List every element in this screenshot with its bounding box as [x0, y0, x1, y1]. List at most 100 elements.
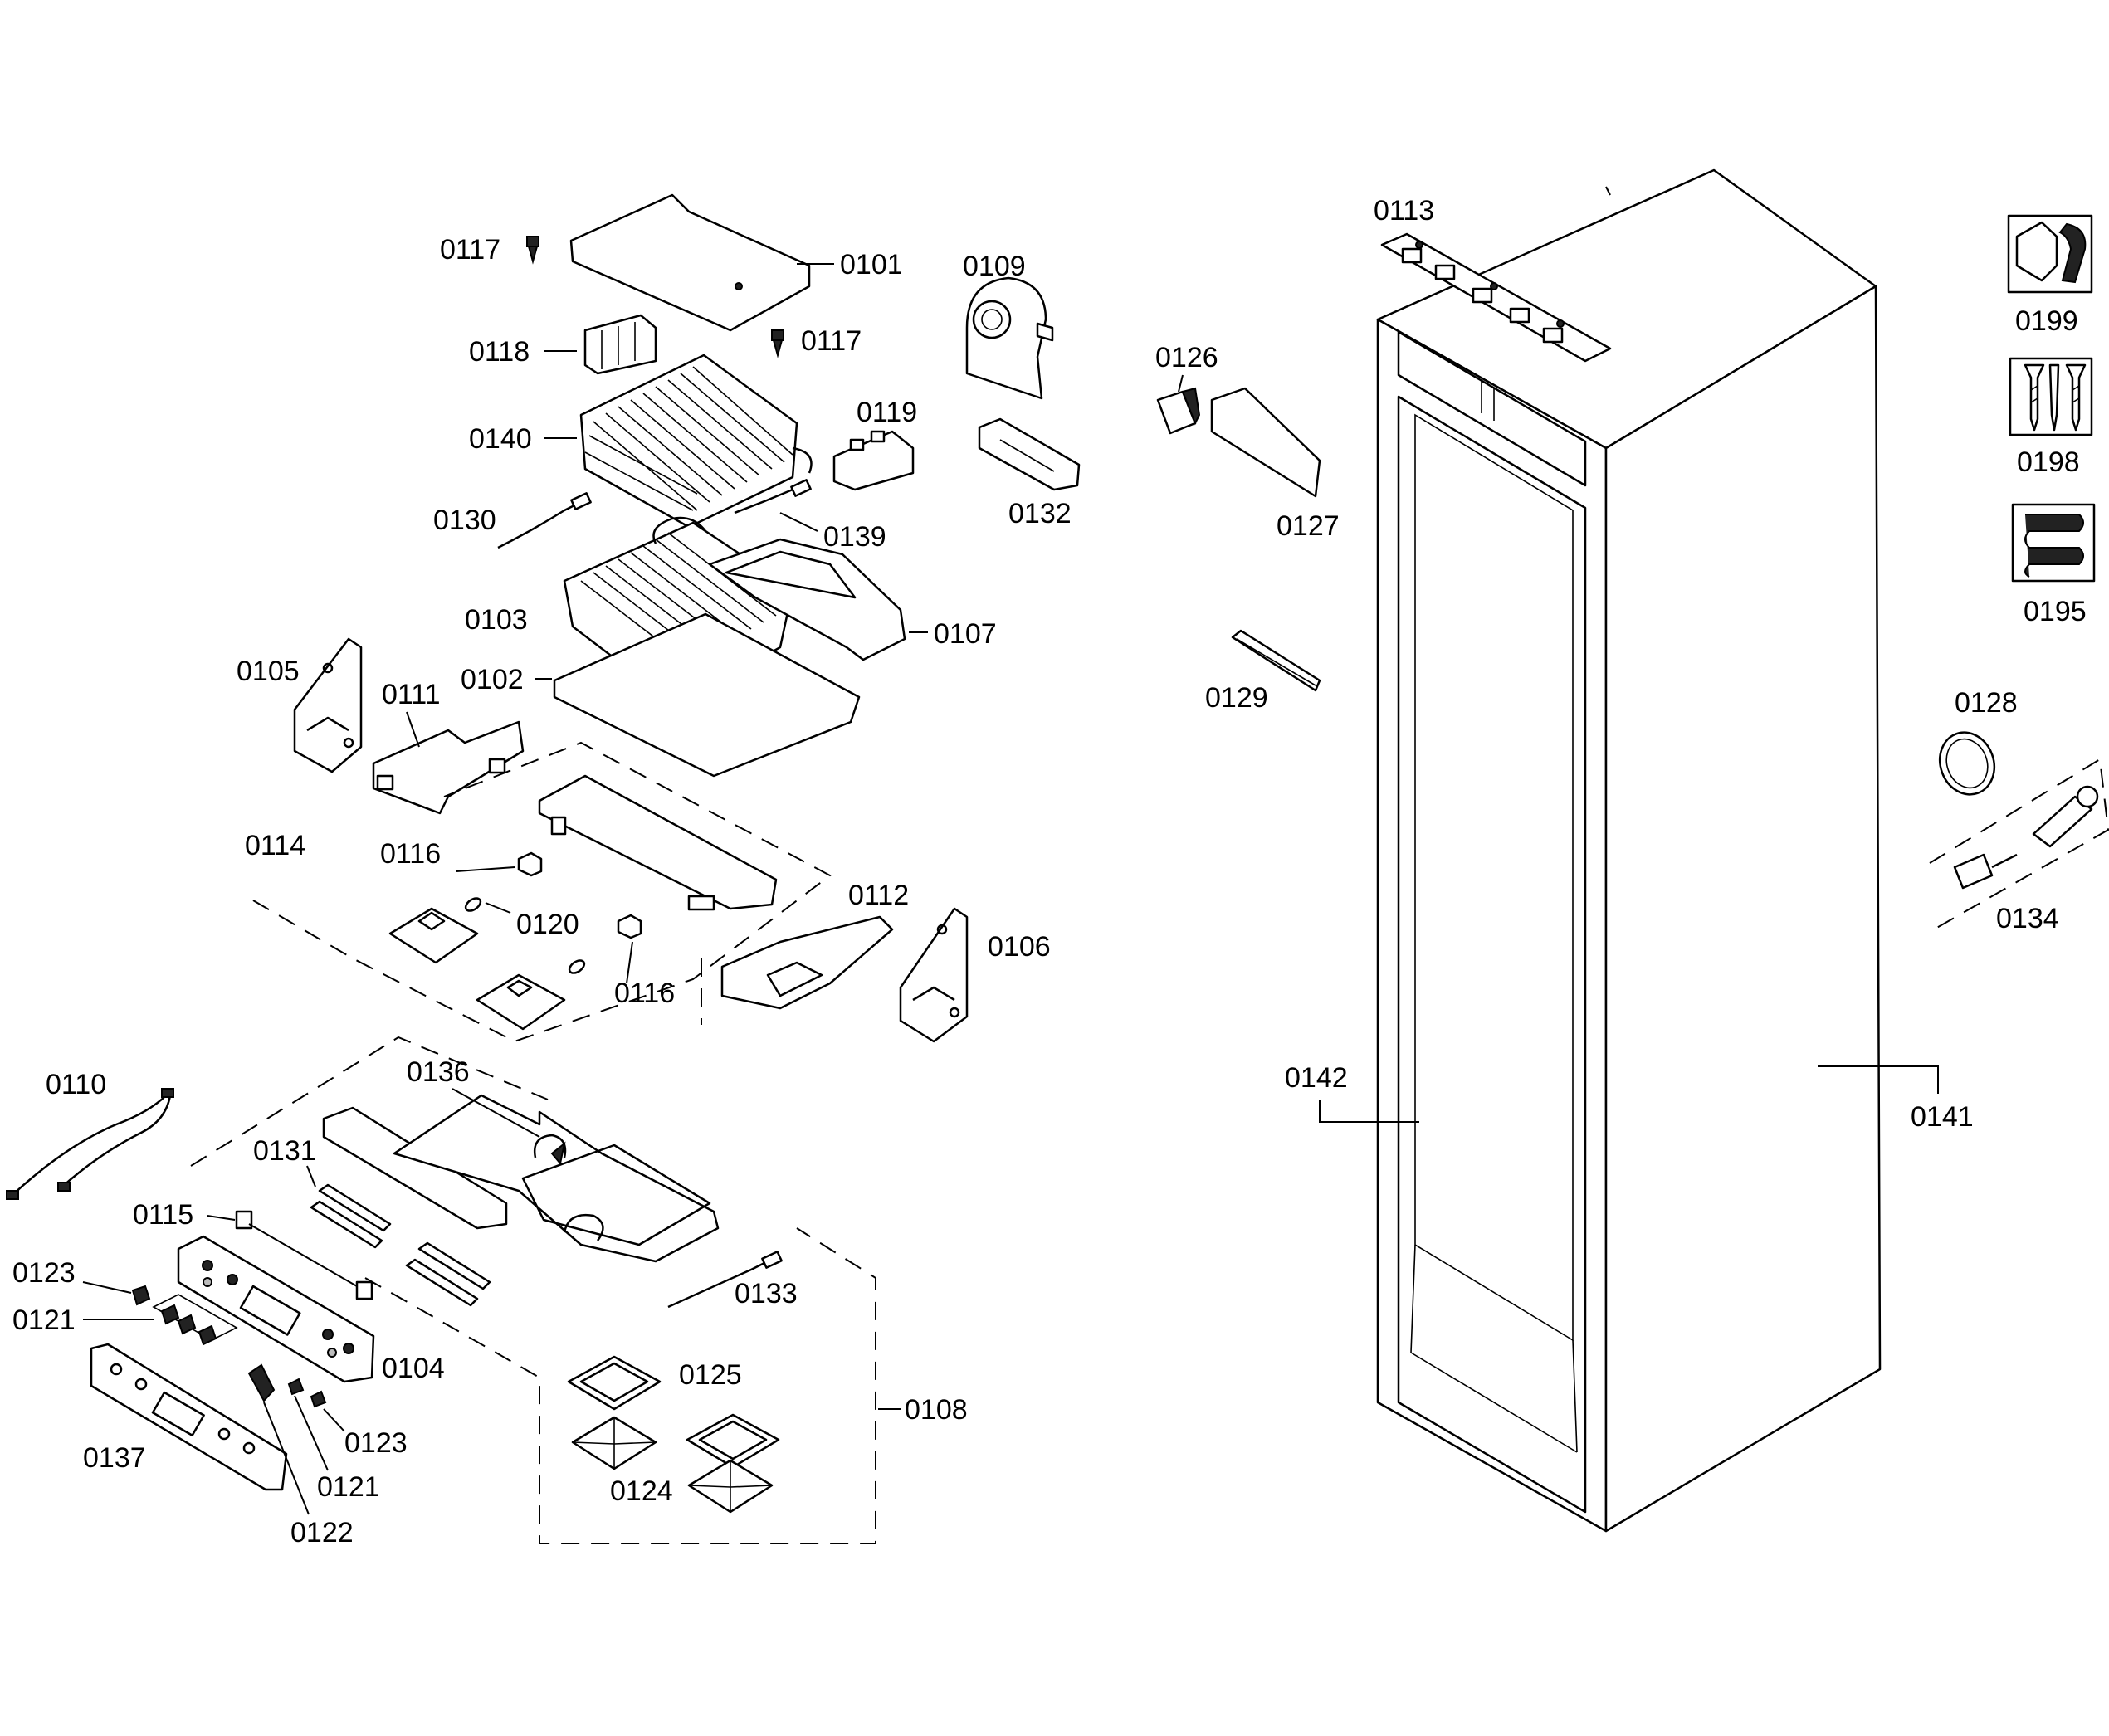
label-0118: 0118	[469, 336, 530, 368]
part-0116-pad-a	[517, 851, 543, 877]
part-0111-bracket	[372, 720, 525, 815]
part-0123-knob-b	[310, 1390, 327, 1408]
label-0128: 0128	[1955, 687, 2018, 719]
part-0134-lamp-assembly	[1929, 758, 2109, 930]
label-0115: 0115	[133, 1199, 193, 1231]
label-0122: 0122	[290, 1517, 354, 1548]
screws-icon	[2009, 357, 2093, 436]
label-0198: 0198	[2017, 446, 2080, 478]
part-0119-housing	[832, 430, 915, 491]
label-0142: 0142	[1285, 1062, 1348, 1094]
label-0110: 0110	[46, 1069, 106, 1100]
label-0108: 0108	[905, 1394, 968, 1426]
label-0109: 0109	[963, 251, 1026, 282]
label-0123b: 0123	[344, 1427, 408, 1459]
part-0101-cover	[569, 193, 811, 332]
label-0116a: 0116	[380, 838, 441, 870]
part-0137-face-plate	[90, 1343, 288, 1491]
label-0133: 0133	[735, 1278, 798, 1309]
part-0139-sensor-wire	[734, 479, 812, 514]
part-0107-duct	[708, 538, 906, 661]
label-0130: 0130	[433, 505, 496, 536]
label-0195: 0195	[2024, 596, 2087, 627]
part-0117-screw-a	[526, 236, 539, 265]
label-0141: 0141	[1911, 1101, 1974, 1133]
part-0113-control-strip	[1380, 232, 1612, 363]
label-0104: 0104	[382, 1353, 445, 1384]
label-0121b: 0121	[317, 1471, 380, 1503]
label-0107: 0107	[934, 618, 997, 650]
label-0131: 0131	[253, 1135, 316, 1167]
label-0132: 0132	[1008, 498, 1072, 529]
part-0120-lamp-cover-b	[476, 959, 586, 1031]
part-0132-bracket	[978, 417, 1081, 491]
part-0125-pad-b	[686, 1413, 780, 1469]
label-0106: 0106	[988, 931, 1051, 963]
group-0136-boundary	[190, 1036, 549, 1167]
group-0108-boundary	[364, 1227, 876, 1544]
part-0114-crossbar	[538, 774, 778, 911]
part-0140-evaporator	[579, 354, 813, 529]
label-0126: 0126	[1155, 342, 1218, 373]
part-0128-ring	[1938, 731, 1996, 796]
label-0134: 0134	[1996, 903, 2059, 934]
part-0106-side-bracket	[899, 907, 969, 1043]
part-0115-clip-a	[235, 1210, 253, 1230]
label-0117b: 0117	[801, 325, 862, 357]
part-0136-base-chassis	[322, 1094, 720, 1263]
part-0110-wire-harness	[6, 1088, 174, 1200]
label-0199: 0199	[2015, 305, 2078, 337]
label-0102: 0102	[461, 664, 524, 695]
part-0116-pad-b	[617, 914, 642, 939]
part-0115-clip-b	[355, 1280, 373, 1300]
part-0112-bracket	[720, 915, 894, 1010]
part-0123-knob-a	[131, 1285, 151, 1306]
coil-icon	[2011, 503, 2096, 583]
part-0118-bracket	[583, 314, 657, 375]
part-0120-bulb	[464, 897, 482, 912]
part-0102-tray	[553, 612, 861, 778]
label-0127: 0127	[1277, 510, 1340, 542]
label-0120: 0120	[516, 909, 579, 940]
label-0121a: 0121	[12, 1304, 76, 1336]
label-0124: 0124	[610, 1475, 673, 1507]
part-0120-lamp-cover-a	[388, 907, 479, 964]
part-0130-sensor-wire	[497, 492, 592, 549]
part-0104-control-panel	[177, 1235, 375, 1383]
part-0124-pad-a	[571, 1416, 657, 1470]
label-0111: 0111	[382, 679, 441, 710]
nut-wrench-icon	[2007, 214, 2093, 294]
part-0127-cover-plate	[1210, 387, 1321, 498]
label-0117a: 0117	[440, 234, 500, 266]
part-0126-switch	[1156, 387, 1201, 435]
label-0103: 0103	[465, 604, 528, 636]
label-0101: 0101	[840, 249, 903, 280]
label-0125: 0125	[679, 1359, 742, 1391]
part-0133-sensor-wire	[667, 1251, 783, 1309]
label-0136: 0136	[407, 1056, 470, 1088]
part-0129-strip	[1231, 629, 1321, 692]
label-0123a: 0123	[12, 1257, 76, 1289]
label-0129: 0129	[1205, 682, 1268, 714]
group-0114-boundary	[252, 741, 832, 1043]
part-0124-pad-b	[687, 1459, 774, 1514]
part-0109-fan	[965, 276, 1054, 400]
label-0113: 0113	[1374, 195, 1434, 227]
label-0140: 0140	[469, 423, 532, 455]
label-0139: 0139	[823, 521, 886, 553]
label-0112: 0112	[848, 880, 909, 911]
label-0137: 0137	[83, 1442, 146, 1474]
cabinet-housing	[1376, 168, 1882, 1533]
label-0116b: 0116	[614, 978, 675, 1009]
part-0121-knob-b	[287, 1378, 305, 1396]
part-0105-side-bracket	[293, 637, 363, 773]
part-0131-strips	[310, 1183, 491, 1307]
label-0114: 0114	[245, 830, 305, 861]
label-0119: 0119	[857, 397, 917, 428]
part-0121-knob-group-a	[152, 1294, 238, 1346]
part-0122-toggle	[247, 1363, 276, 1402]
part-0117-screw-b	[771, 329, 784, 358]
part-0125-pad-a	[567, 1355, 662, 1411]
label-0105: 0105	[237, 656, 300, 687]
